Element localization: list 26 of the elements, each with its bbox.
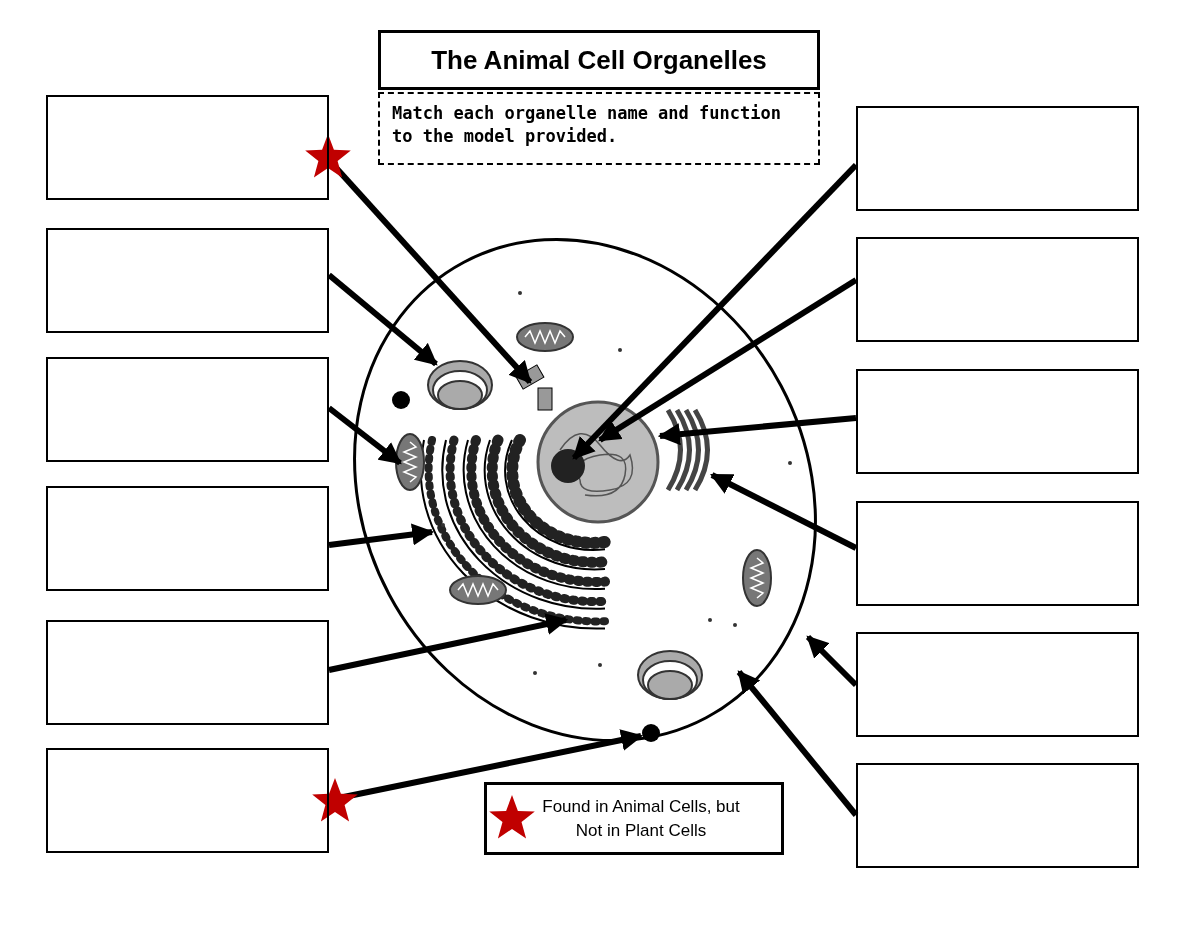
arrow (327, 272, 438, 367)
answer-box (856, 501, 1139, 606)
arrow (328, 523, 435, 548)
answer-box (856, 106, 1139, 211)
arrow (710, 472, 858, 551)
answer-box (46, 486, 329, 591)
arrow (657, 415, 857, 446)
arrow (805, 634, 859, 688)
arrow (327, 405, 402, 466)
worksheet-title: The Animal Cell Organelles (378, 30, 820, 90)
arrow (736, 670, 859, 817)
answer-box (856, 763, 1139, 868)
instruction-text: Match each organelle name and function to the model provided. (392, 102, 782, 148)
answer-box (46, 228, 329, 333)
answer-box (856, 369, 1139, 474)
answer-box (46, 357, 329, 462)
answer-box (46, 620, 329, 725)
arrow (328, 613, 569, 673)
arrow (571, 162, 859, 461)
answer-box (46, 95, 329, 200)
answer-box (856, 237, 1139, 342)
legend-text: Found in Animal Cells, but Not in Plant Cells (541, 796, 741, 842)
instruction-box (378, 92, 820, 165)
answer-box (46, 748, 329, 853)
arrow (598, 277, 858, 443)
answer-box (856, 632, 1139, 737)
